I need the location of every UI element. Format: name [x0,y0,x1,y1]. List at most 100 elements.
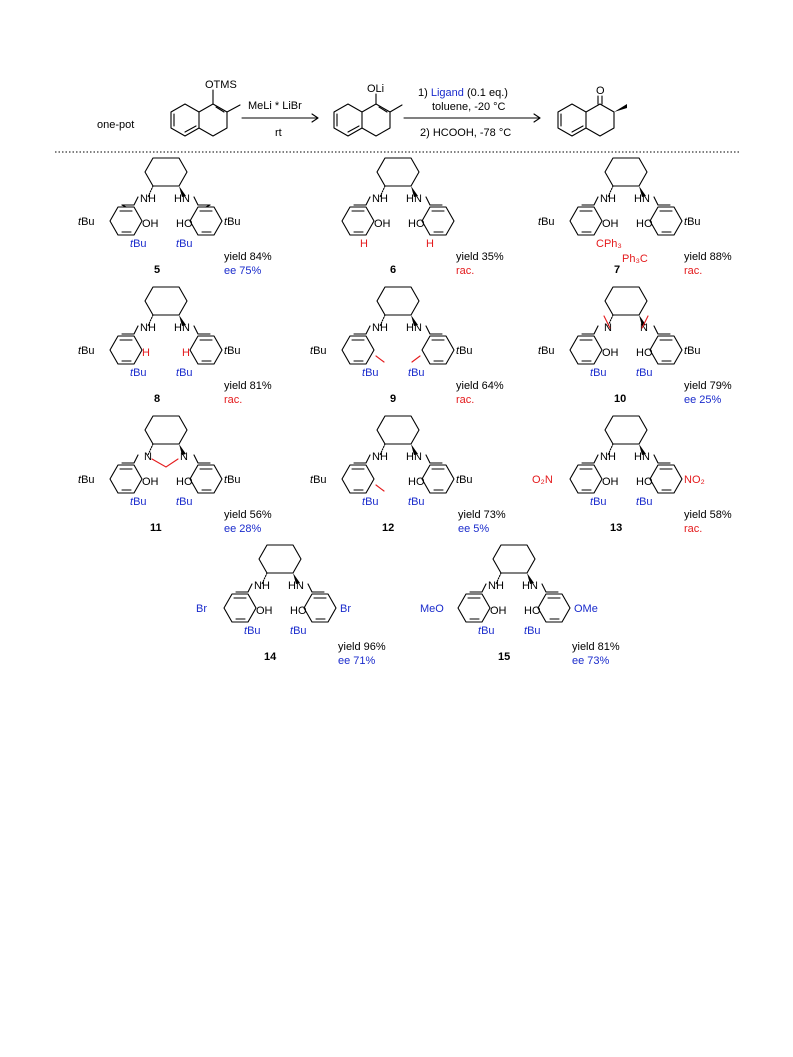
svg-text:HO: HO [636,476,653,488]
svg-text:H: H [360,238,368,250]
compound-7: NH HN OH HO tBu CPh₃ Ph₃C tBu 7 yield 88… [538,157,732,277]
compound-12: NH HN HO tBu tBu tBu tBu 12 yield 73% ee… [310,415,506,535]
yield-text: yield 81% [572,641,620,653]
svg-text:O₂N: O₂N [532,474,553,486]
arrow2-step1: 1) Ligand (0.1 eq.) [418,87,508,99]
ee-text: ee 71% [338,655,376,667]
svg-text:NH: NH [372,451,388,463]
svg-text:tBu: tBu [310,345,327,357]
intermediate-structure: OLi [333,83,403,137]
svg-text:HN: HN [174,193,190,205]
compound-number: 7 [614,264,620,276]
ee-text: rac. [456,394,474,406]
arrow1-reagent: MeLi * LiBr [248,100,302,112]
svg-text:tBu: tBu [78,345,95,357]
svg-text:OH: OH [490,605,507,617]
svg-text:Br: Br [340,603,351,615]
svg-text:NH: NH [140,322,156,334]
compound-number: 9 [390,393,396,405]
svg-text:tBu: tBu [310,474,327,486]
compound-number: 12 [382,522,394,534]
svg-text:NH: NH [372,322,388,334]
yield-text: yield 58% [684,509,732,521]
svg-text:HN: HN [634,193,650,205]
svg-text:tBu: tBu [408,367,425,379]
svg-text:HO: HO [408,218,425,230]
svg-text:N: N [604,322,612,334]
compound-number: 10 [614,393,626,405]
compound-number: 6 [390,264,396,276]
oli-label: OLi [367,83,384,95]
svg-text:NH: NH [600,193,616,205]
svg-text:OMe: OMe [574,603,598,615]
ee-text: ee 75% [224,265,262,277]
arrow2-step2: 2) HCOOH, -78 °C [420,127,511,139]
svg-text:tBu: tBu [590,496,607,508]
svg-text:tBu: tBu [130,367,147,379]
svg-text:tBu: tBu [224,345,241,357]
svg-text:NH: NH [254,580,270,592]
svg-text:N: N [144,451,152,463]
product-o-label: O [596,85,605,97]
compound-number: 5 [154,264,160,276]
svg-text:tBu: tBu [636,496,653,508]
svg-text:CPh₃: CPh₃ [596,238,622,250]
svg-text:HO: HO [408,476,425,488]
svg-text:OH: OH [374,218,391,230]
compound-number: 11 [150,522,162,534]
svg-text:tBu: tBu [176,367,193,379]
svg-text:HN: HN [174,322,190,334]
svg-text:HO: HO [176,218,193,230]
svg-text:tBu: tBu [130,496,147,508]
compound-10: N N OH HO tBu tBu tBu tBu 10 yield 79% e… [538,286,732,406]
svg-text:HN: HN [634,451,650,463]
otms-label: OTMS [205,79,237,91]
svg-text:tBu: tBu [456,345,473,357]
svg-text:NH: NH [140,193,156,205]
compound-9: NH HN N tBu tBu tBu tBu 9 yield 64% rac. [310,286,504,406]
svg-text:tBu: tBu [224,216,241,228]
ee-text: rac. [684,523,702,535]
svg-text:HN: HN [522,580,538,592]
compound-number: 13 [610,522,622,534]
svg-text:N: N [180,451,188,463]
svg-text:H: H [182,347,190,359]
compound-number: 8 [154,393,160,405]
yield-text: yield 88% [684,251,732,263]
svg-text:MeO: MeO [420,603,444,615]
yield-text: yield 96% [338,641,386,653]
svg-text:Br: Br [196,603,207,615]
svg-text:tBu: tBu [176,496,193,508]
svg-text:OH: OH [256,605,273,617]
svg-text:tBu: tBu [362,367,379,379]
yield-text: yield 35% [456,251,504,263]
svg-text:tBu: tBu [224,474,241,486]
svg-text:HO: HO [176,476,193,488]
svg-text:tBu: tBu [78,474,95,486]
svg-text:tBu: tBu [684,345,701,357]
svg-text:NH: NH [372,193,388,205]
arrow2-solvent: toluene, -20 °C [432,101,506,113]
svg-text:N: N [640,322,648,334]
svg-text:HO: HO [524,605,541,617]
compound-6: NH HN OH HO H H 6 yield 35% rac. [341,157,504,277]
compound-15: NH HN OH HO MeO tBu tBu OMe 15 yield 81%… [420,544,620,667]
svg-text:H: H [426,238,434,250]
compound-number: 15 [498,651,510,663]
svg-text:HO: HO [636,347,653,359]
svg-text:NO₂: NO₂ [684,474,705,486]
compound-11: N N OH HO tBu tBu tBu tBu 11 yield 56% e… [78,415,272,535]
compound-number: 14 [264,651,277,663]
svg-text:tBu: tBu [524,625,541,637]
svg-text:tBu: tBu [456,474,473,486]
arrow1-condition: rt [275,127,282,139]
svg-text:HN: HN [288,580,304,592]
svg-text:NH: NH [600,451,616,463]
svg-text:HO: HO [636,218,653,230]
compound-8: NH HN H H tBu tBu tBu tBu 8 yield 81% ra… [78,286,272,406]
yield-text: yield 79% [684,380,732,392]
compound-13: NH HN OH HO O₂N tBu tBu NO₂ 13 yield 58%… [532,415,732,535]
svg-text:tBu: tBu [478,625,495,637]
svg-text:tBu: tBu [408,496,425,508]
